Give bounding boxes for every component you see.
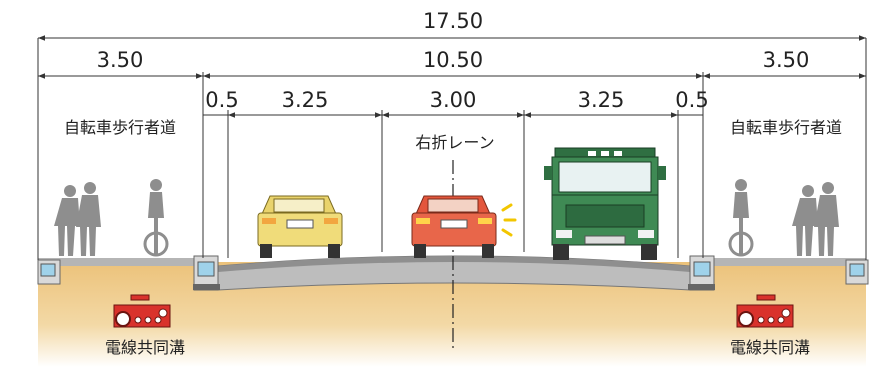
dim-sidewalk-right: 3.50 (763, 48, 810, 72)
dim-total: 17.50 (423, 9, 483, 33)
dim-shoulder-right: 0.5 (675, 88, 708, 112)
road-surface-layer (218, 256, 690, 272)
label-utility-right: 電線共同溝 (730, 338, 810, 357)
curb-right (688, 255, 715, 291)
utility-duct-right-icon (736, 294, 794, 328)
label-sidewalk-right: 自転車歩行者道 (730, 118, 842, 137)
edge-gutter-right (845, 259, 869, 285)
yellow-car-icon (257, 195, 343, 258)
dim-shoulder-left: 0.5 (205, 88, 238, 112)
sidewalk-slab-left (38, 258, 203, 266)
dimension-lines (37, 35, 867, 260)
sidewalk-slab-right (703, 258, 866, 266)
turn-signal-icon (501, 203, 517, 237)
dim-lane-right: 3.25 (578, 88, 625, 112)
pedestrians-left-icon (54, 182, 101, 256)
truck-icon (544, 147, 666, 260)
dim-sidewalk-left: 3.50 (97, 48, 144, 72)
label-sidewalk-left: 自転車歩行者道 (64, 118, 176, 137)
pedestrians-right-icon (792, 182, 839, 256)
utility-duct-left-icon (113, 294, 171, 328)
cyclist-left-icon (143, 179, 169, 257)
cyclist-right-icon (728, 179, 754, 257)
curb-left (193, 255, 220, 291)
dim-lane-left: 3.25 (282, 88, 329, 112)
label-right-turn-lane: 右折レーン (415, 133, 494, 152)
edge-gutter-left (37, 259, 61, 285)
label-utility-left: 電線共同溝 (105, 338, 185, 357)
dim-carriageway: 10.50 (423, 48, 483, 72)
red-car-icon (411, 195, 497, 258)
dim-lane-center: 3.00 (430, 88, 477, 112)
